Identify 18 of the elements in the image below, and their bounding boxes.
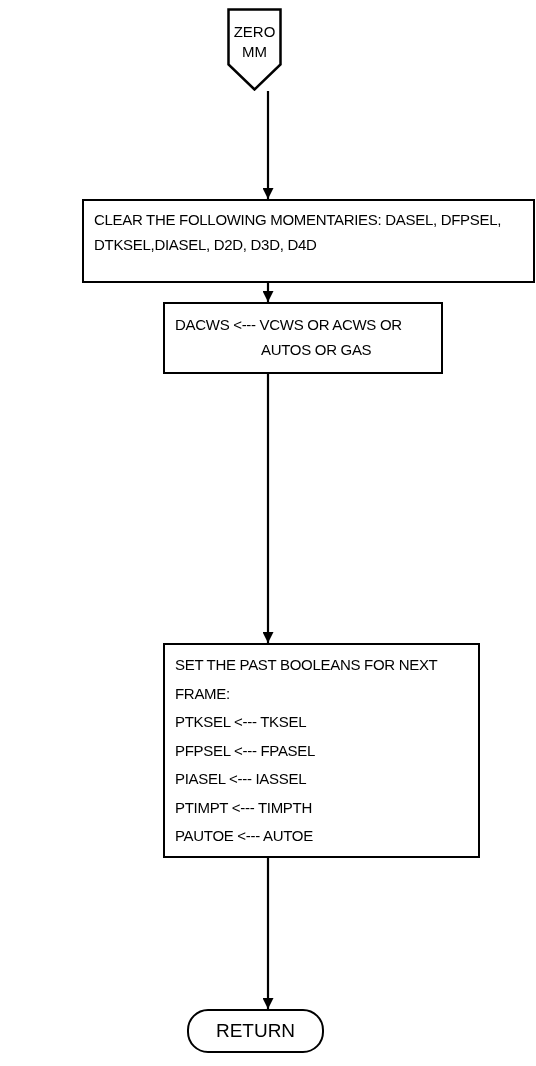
- arrow: [262, 283, 274, 302]
- step-text: PAUTOE <--- AUTOE: [175, 826, 314, 846]
- process-box: [82, 199, 535, 283]
- step-text: PTKSEL <--- TKSEL: [175, 712, 308, 732]
- connector-label: ZERO MM: [232, 22, 277, 63]
- step-text: SET THE PAST BOOLEANS FOR NEXT FRAME:: [175, 655, 439, 704]
- step-text: CLEAR THE FOLLOWING MOMENTARIES: DASEL, DFPSEL, DTKSEL,DIASEL, D2D, D3D, D4D: [94, 210, 503, 255]
- step-text: PFPSEL <--- FPASEL: [175, 740, 317, 761]
- arrow: [262, 91, 274, 199]
- arrow: [262, 858, 274, 1009]
- step-text: DACWS <--- VCWS OR ACWS OR AUTOS OR GAS: [175, 315, 403, 360]
- terminator-label: RETURN: [215, 1020, 296, 1042]
- process-box: [163, 302, 443, 374]
- step-text: PIASEL <--- IASSEL: [175, 769, 308, 789]
- terminator: [187, 1009, 324, 1053]
- process-box: [163, 643, 480, 858]
- arrow: [262, 374, 274, 643]
- step-text: PTIMPT <--- TIMPTH: [175, 797, 313, 818]
